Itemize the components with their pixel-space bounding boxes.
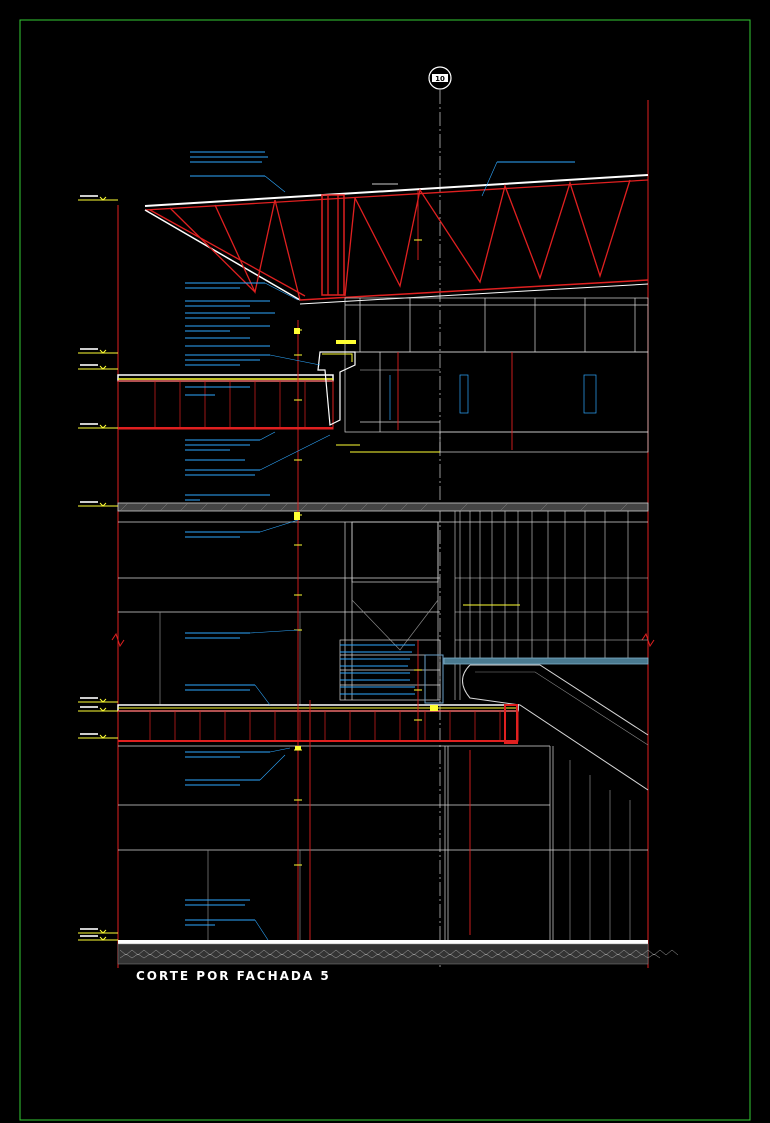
level-marker [78, 698, 118, 703]
annotations [185, 151, 575, 941]
annotation-note [190, 151, 286, 193]
annotation-note [185, 386, 250, 396]
annotation-note [185, 684, 271, 706]
ground-floor [118, 746, 648, 940]
level-label-marks [80, 195, 98, 937]
drawing-title: CORTE POR FACHADA 5 [136, 969, 331, 983]
middle-floor [118, 521, 441, 705]
annotation-note [185, 300, 270, 307]
level-marker [78, 734, 118, 739]
annotation-note [185, 431, 276, 451]
annotation-note [185, 494, 270, 501]
detail-blocks [294, 328, 438, 750]
level-marker [78, 349, 118, 354]
level-marker [78, 365, 118, 370]
roof-truss [144, 174, 649, 305]
annotation-note [185, 325, 270, 332]
axis-marker-label: 10 [435, 75, 445, 83]
mid-slab [117, 502, 649, 523]
escalator [443, 657, 649, 791]
annotation-note [481, 161, 575, 197]
axis-marker: 10 [428, 66, 452, 90]
upper-slab [117, 351, 356, 430]
level-marker [78, 502, 118, 507]
level-marker [78, 929, 118, 934]
grid-axes [111, 90, 655, 968]
level-marker [78, 196, 118, 201]
annotation-note [185, 899, 250, 906]
upper-facade [344, 297, 649, 453]
annotation-note [185, 919, 269, 941]
annotation-note [340, 644, 415, 695]
annotation-note [185, 282, 299, 301]
level-marker [78, 424, 118, 429]
annotation-note [185, 354, 321, 366]
annotation-note [185, 312, 275, 319]
annotation-note [185, 519, 299, 538]
level-marker [78, 707, 118, 712]
annotation-note [185, 629, 299, 639]
curtain-wall-middle [454, 511, 648, 700]
annotation-note [185, 434, 331, 476]
annotation-note [185, 754, 286, 786]
annotation-note [185, 747, 291, 758]
sheet-border [19, 19, 751, 1121]
lower-slab [117, 704, 550, 747]
level-marker [78, 936, 118, 941]
level-markers [78, 196, 118, 941]
ground-slab [117, 940, 679, 965]
dimension-ticks [294, 239, 520, 866]
